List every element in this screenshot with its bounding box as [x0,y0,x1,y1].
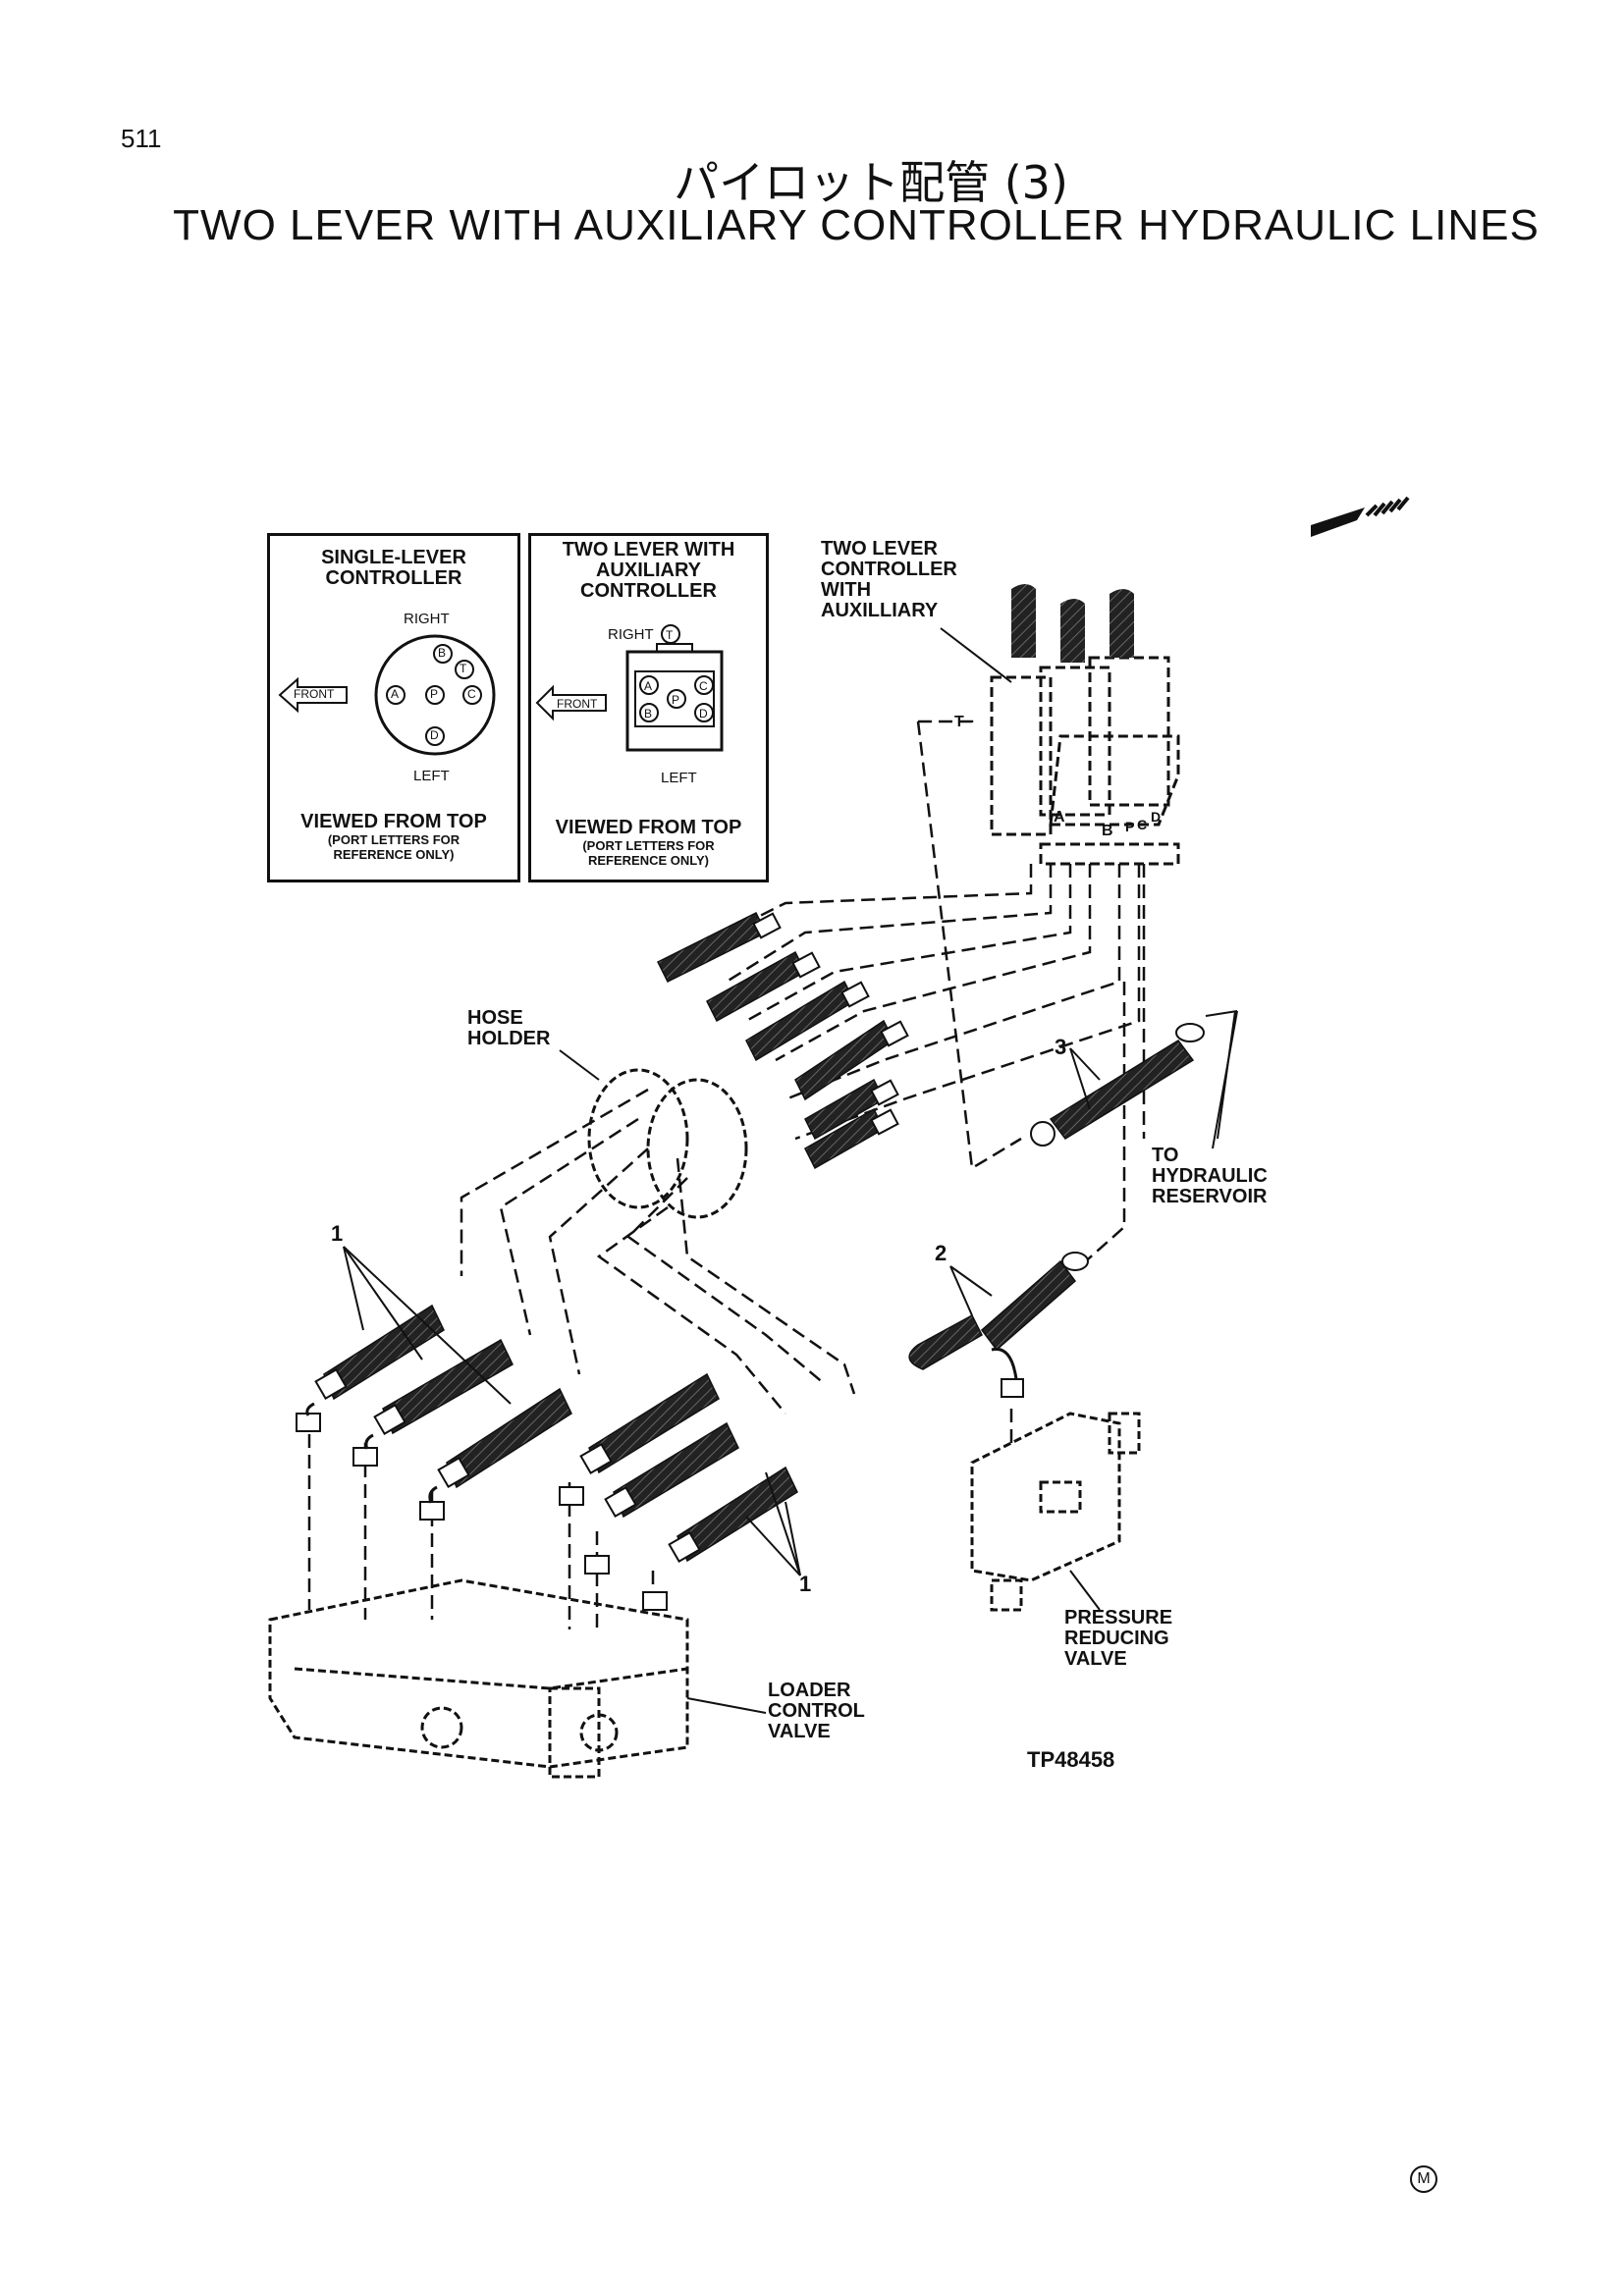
hose-3 [1030,1023,1205,1147]
item-1-leaders [343,1246,512,1405]
lower-hoses-right [559,1372,798,1611]
two-lever-controller-box: TWO LEVER WITH AUXILIARY CONTROLLER RIGH… [528,533,769,882]
direction-arrow-icon [1311,496,1410,537]
right-label: RIGHT [608,626,654,643]
pressure-reducing-valve [970,1412,1141,1612]
reservoir-leaders [1069,1010,1238,1149]
two-lever-controller [990,656,1180,866]
item-1b-leaders [745,1471,801,1576]
item-1-label: 1 [331,1221,344,1246]
port-a-label: A [1054,809,1065,826]
front-label: FRONT [557,697,598,711]
port-c: C [467,687,476,701]
front-label: FRONT [294,687,335,701]
port-p: P [672,693,680,707]
single-lever-controller-box: SINGLE-LEVER CONTROLLER RIGHT FRONT A P … [267,533,520,882]
item-3-label: 3 [1055,1035,1067,1059]
corner-mark: M [1410,2165,1437,2193]
left-label: LEFT [413,768,450,784]
two-lever-port-diagram [535,624,724,752]
single-lever-footer: VIEWED FROM TOP (PORT LETTERS FOR REFERE… [300,811,487,862]
controller-callout: TWO LEVER CONTROLLER WITH AUXILLIARY [821,538,957,621]
pilot-lines [307,720,1146,1629]
page-title-japanese: パイロット配管 (3) [674,156,1068,209]
port-d-label: D [1151,809,1162,825]
hose-2 [908,1252,1089,1398]
figure-id: TP48458 [1027,1747,1115,1772]
item-1b-label: 1 [799,1572,812,1596]
page-title: TWO LEVER WITH AUXILIARY CONTROLLER HYDR… [173,201,1540,249]
port-t: T [666,628,674,642]
upper-hose-fittings [752,912,909,1136]
two-lever-footer: VIEWED FROM TOP (PORT LETTERS FOR REFERE… [555,817,742,868]
port-d: D [430,728,439,742]
pressure-valve-callout: PRESSURE REDUCING VALVE [1064,1607,1173,1670]
port-b: B [438,646,447,660]
right-label: RIGHT [404,611,450,627]
single-lever-title: SINGLE-LEVER CONTROLLER [321,547,466,589]
loader-valve-leader [686,1697,767,1714]
port-c-label: C [1137,817,1148,832]
hose-holder-callout: HOSE HOLDER [467,1007,551,1049]
page-number: 511 [121,124,162,153]
single-lever-port-diagram [278,634,496,756]
port-b: B [644,707,653,721]
upper-hoses [656,911,894,1170]
item-2-label: 2 [935,1241,947,1265]
two-lever-title: TWO LEVER WITH AUXILIARY CONTROLLER [562,539,735,602]
reservoir-callout: TO HYDRAULIC RESERVOIR [1152,1145,1268,1207]
lever-handles [1011,584,1134,663]
controller-leader [940,627,1012,683]
port-t-label: T [954,714,964,730]
port-a: A [391,687,400,701]
port-p: P [430,687,439,701]
port-d: D [699,707,708,721]
port-a: A [644,679,653,693]
loader-control-valve [268,1578,689,1779]
loader-valve-callout: LOADER CONTROL VALVE [768,1680,865,1742]
port-b-label: B [1102,823,1113,839]
left-label: LEFT [661,770,697,786]
port-p-label: P [1125,819,1135,834]
port-c: C [699,679,708,693]
hose-holder [587,1068,748,1219]
port-t: T [460,662,467,675]
hose-holder-leader [559,1049,600,1081]
lower-hoses-left [296,1304,572,1521]
